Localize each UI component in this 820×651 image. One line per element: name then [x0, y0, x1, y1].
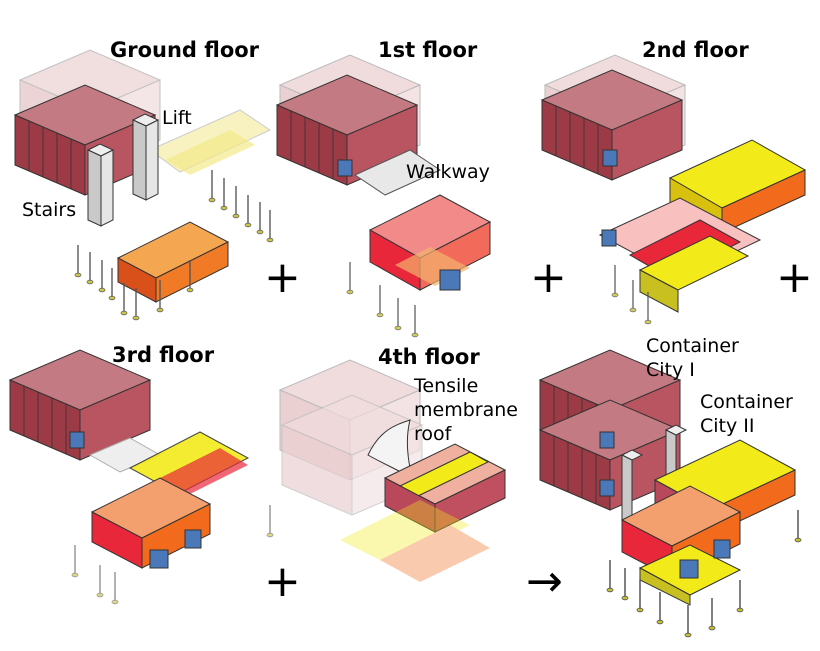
- plus-operator: +: [776, 252, 813, 303]
- plus-operator: +: [530, 252, 567, 303]
- container-city-2-label-line-2: City II: [700, 415, 755, 437]
- container-city-1-label-line-1: Container: [646, 335, 739, 357]
- panel-4th-floor: 4th floor Tensile membrane roof →: [279, 345, 563, 607]
- panel-title: 3rd floor: [112, 343, 215, 367]
- container-city-2-label-line-1: Container: [700, 391, 793, 413]
- plus-operator: +: [264, 252, 301, 303]
- roof-label-line-2: membrane: [414, 399, 518, 421]
- roof-label-line-1: Tensile: [413, 375, 478, 397]
- panel-title: Ground floor: [110, 38, 260, 62]
- arrow-operator: →: [526, 556, 563, 607]
- panel-title: 4th floor: [378, 345, 480, 369]
- panel-title: 2nd floor: [642, 38, 749, 62]
- panel-1st-floor: 1st floor Walkway +: [276, 38, 567, 338]
- panel-title: 1st floor: [378, 38, 478, 62]
- panel-3rd-floor: 3rd floor +: [9, 343, 301, 607]
- lift-label: Lift: [162, 107, 192, 129]
- container-city-1-label-line-2: City I: [646, 359, 695, 381]
- panel-result: Container City I Container City II: [539, 335, 802, 638]
- plus-operator: +: [264, 556, 301, 607]
- panel-2nd-floor: 2nd floor +: [541, 38, 813, 325]
- roof-label-line-3: roof: [414, 423, 453, 445]
- stairs-label: Stairs: [22, 199, 76, 221]
- walkway-label: Walkway: [406, 161, 490, 183]
- panel-ground-floor: Ground floor Lift Stairs +: [14, 38, 301, 321]
